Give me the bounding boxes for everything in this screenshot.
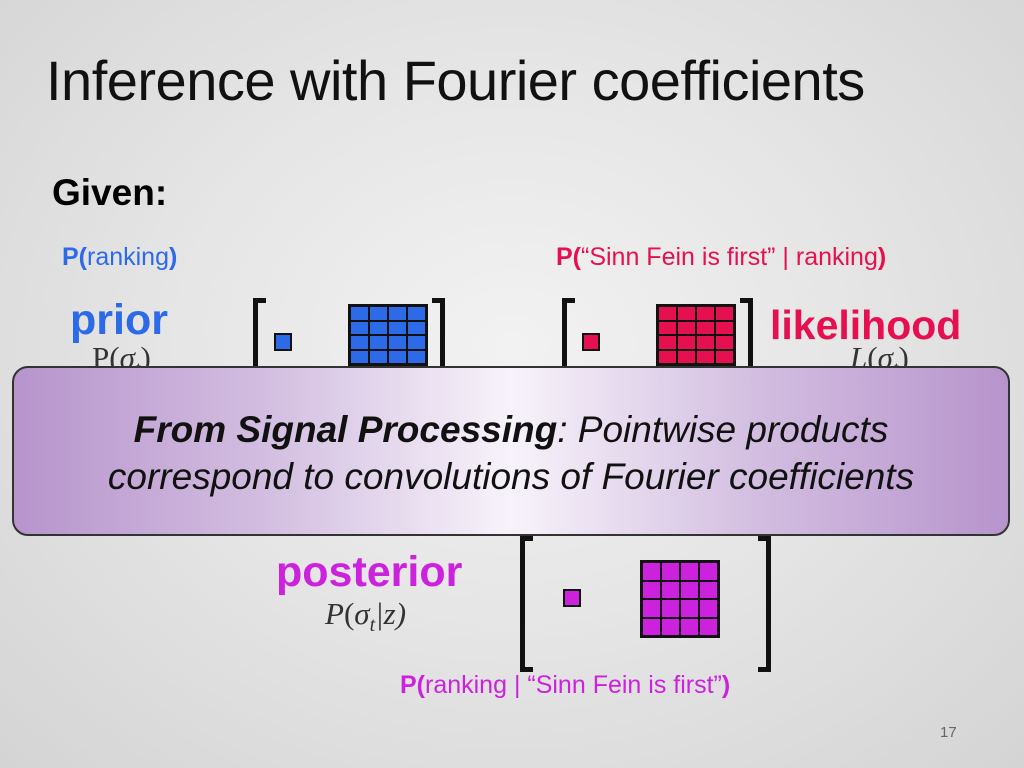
posterior-coefficient-matrix bbox=[640, 560, 720, 638]
signal-processing-callout: From Signal Processing: Pointwise produc… bbox=[12, 366, 1010, 536]
likelihood-p-arg: “Sinn Fein is first” | ranking bbox=[581, 243, 878, 271]
likelihood-p-close: ) bbox=[877, 243, 887, 271]
prior-p-close: ) bbox=[169, 243, 178, 271]
likelihood-math-open: ( bbox=[867, 340, 878, 375]
prior-probability-label: P(ranking) bbox=[62, 243, 177, 272]
posterior-math: P(σt|z) bbox=[325, 596, 406, 637]
slide-title: Inference with Fourier coefficients bbox=[46, 49, 865, 112]
callout-line1-rest: : Pointwise products bbox=[557, 409, 889, 450]
posterior-right-bracket bbox=[758, 536, 771, 672]
posterior-math-var: σ bbox=[354, 596, 370, 631]
posterior-p-close: ) bbox=[721, 671, 731, 699]
prior-math-open: ( bbox=[109, 340, 120, 375]
callout-bold-text: From Signal Processing bbox=[133, 409, 558, 450]
page-number: 17 bbox=[940, 724, 957, 741]
posterior-p-open: P( bbox=[400, 671, 425, 699]
prior-math-close: ) bbox=[140, 340, 151, 375]
prior-p-arg: ranking bbox=[87, 243, 169, 271]
prior-dc-coefficient bbox=[274, 333, 292, 351]
posterior-math-sub: t bbox=[369, 614, 376, 637]
likelihood-probability-label: P(“Sinn Fein is first” | ranking) bbox=[556, 243, 886, 272]
posterior-word: posterior bbox=[276, 548, 463, 596]
likelihood-word: likelihood bbox=[770, 302, 962, 348]
likelihood-coefficient-matrix bbox=[656, 304, 736, 366]
posterior-math-open: ( bbox=[343, 596, 355, 631]
posterior-p-arg: ranking | “Sinn Fein is first” bbox=[425, 671, 722, 699]
given-label: Given: bbox=[52, 172, 168, 213]
posterior-dc-coefficient bbox=[563, 589, 581, 607]
posterior-math-rest: |z) bbox=[375, 596, 407, 631]
likelihood-math-close: ) bbox=[898, 340, 909, 375]
posterior-left-bracket bbox=[520, 536, 533, 672]
posterior-math-func: P bbox=[325, 596, 344, 631]
prior-coefficient-matrix bbox=[348, 304, 428, 366]
likelihood-dc-coefficient bbox=[582, 333, 600, 351]
prior-word: prior bbox=[70, 296, 168, 344]
callout-line2: correspond to convolutions of Fourier co… bbox=[107, 456, 915, 498]
posterior-probability-label: P(ranking | “Sinn Fein is first”) bbox=[400, 671, 730, 700]
likelihood-p-open: P( bbox=[556, 243, 581, 271]
prior-p-open: P( bbox=[62, 243, 87, 271]
